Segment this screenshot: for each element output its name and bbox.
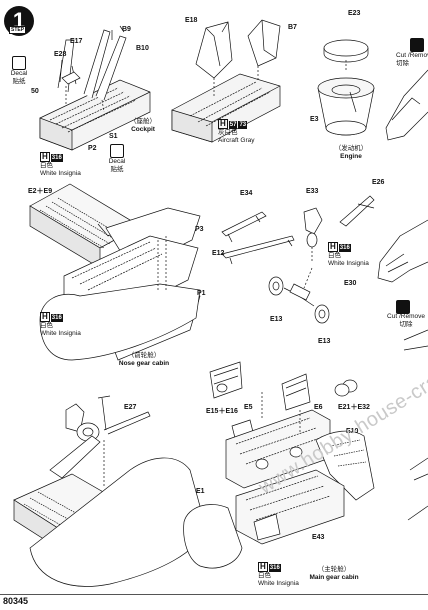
gear-parts-drawing	[221, 195, 375, 324]
part-label-e17: E17	[70, 38, 83, 45]
part-label-e30: E30	[344, 280, 357, 287]
part-label-e15-e16: E15＋E16	[206, 408, 238, 415]
part-label-e12: E12	[212, 250, 225, 257]
part-label-e18: E18	[185, 17, 198, 24]
caption-cockpit: （座舱）Cockpit	[130, 118, 156, 133]
caption-main-gear-cabin: （主轮舱）Main gear cabin	[309, 566, 359, 581]
part-label-b7: B7	[288, 24, 297, 31]
engine-drawing	[317, 39, 375, 136]
caption-nose-gear-cabin: （前轮舱）Nose gear cabin	[118, 352, 170, 367]
nose-gear-drawing	[29, 183, 201, 361]
part-label-e1: E1	[196, 488, 205, 495]
part-label-e27: E27	[124, 404, 137, 411]
part-label-e23: E23	[348, 10, 361, 17]
part-label-e21-e32: E21＋E32	[338, 404, 370, 411]
part-label-e34: E34	[240, 190, 253, 197]
part-label-e3: E3	[310, 116, 319, 123]
part-label-e33: E33	[306, 188, 319, 195]
part-label-b9: B9	[122, 26, 131, 33]
part-label-p3: P3	[195, 226, 204, 233]
part-label-50: 50	[31, 88, 39, 95]
part-label-e13-left: E13	[270, 316, 283, 323]
part-label-p1: P1	[197, 290, 206, 297]
part-label-p2: P2	[88, 145, 97, 152]
part-label-e2-e9: E2＋E9	[28, 188, 53, 195]
part-label-s1: S1	[109, 133, 118, 140]
part-label-b10: B10	[136, 45, 149, 52]
part-label-e13-right: E13	[318, 338, 331, 345]
right-edge-parts	[377, 69, 428, 521]
part-label-e43: E43	[312, 534, 325, 541]
part-label-e6: E6	[314, 404, 323, 411]
cut-icon	[396, 300, 410, 314]
part-label-e5: E5	[244, 404, 253, 411]
decal-icon	[12, 56, 26, 70]
seat-drawing	[171, 19, 281, 143]
footer-rule	[0, 594, 428, 595]
cockpit-drawing	[39, 25, 151, 151]
step-label: STEP	[9, 26, 27, 34]
decal-icon	[110, 144, 124, 158]
caption-engine: （发动机）Engine	[334, 145, 368, 160]
part-label-e10: E10	[346, 428, 359, 435]
page-number: 80345	[3, 596, 29, 606]
main-gear-drawing	[183, 361, 375, 569]
cut-icon	[410, 38, 424, 52]
lower-left-fuselage-drawing	[13, 395, 207, 587]
part-label-e28: E28	[54, 51, 67, 58]
part-label-e26: E26	[372, 179, 385, 186]
